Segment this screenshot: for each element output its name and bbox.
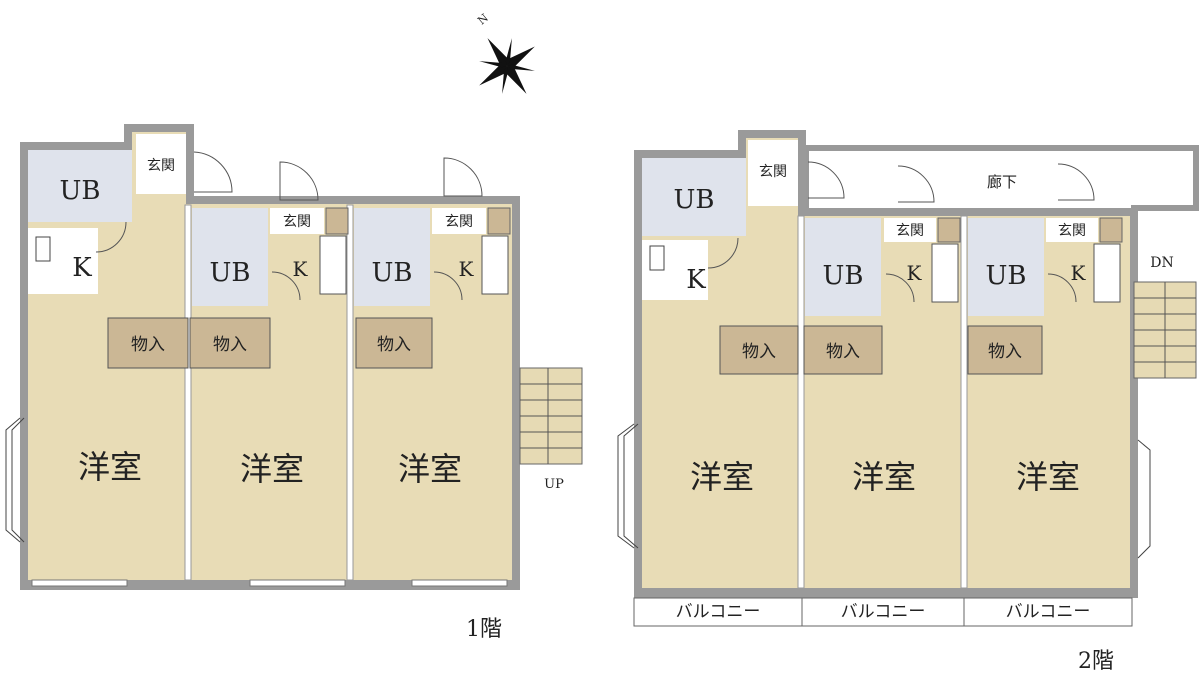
- unit-bath: [805, 218, 881, 316]
- room-label: 洋室: [240, 450, 304, 488]
- ub-label: UB: [673, 185, 714, 215]
- ub-label: UB: [371, 258, 412, 288]
- sink-icon: [319, 235, 347, 295]
- entrance-label: 玄関: [283, 213, 311, 230]
- floor-2-divider: [797, 215, 805, 589]
- sink-icon: [649, 245, 665, 271]
- room-label: 洋室: [1016, 458, 1080, 496]
- storage-room: [967, 325, 1043, 375]
- compass-star-icon: [479, 38, 535, 94]
- floor-1-divider: [346, 204, 354, 581]
- room-label: 洋室: [398, 450, 462, 488]
- balcony: [633, 597, 803, 627]
- storage-label: 物入: [988, 342, 1022, 362]
- storage-room: [355, 317, 433, 369]
- bath-door-icon: [433, 271, 463, 301]
- unit-bath: [642, 158, 746, 236]
- unit-bath: [354, 208, 430, 306]
- storage-label: 物入: [131, 335, 165, 355]
- window: [249, 579, 346, 587]
- storage-label: 物入: [213, 335, 247, 355]
- storage-room: [107, 317, 189, 369]
- bay-window: [617, 423, 635, 549]
- storage-room: [719, 325, 799, 375]
- sink-icon: [35, 236, 51, 262]
- storage-label: 物入: [742, 342, 776, 362]
- bath-door-icon: [95, 221, 127, 253]
- kitchen-label: K: [907, 261, 923, 285]
- fridge-space: [325, 207, 349, 235]
- ub-label: UB: [59, 176, 100, 206]
- entrance-door-icon: [279, 161, 319, 201]
- kitchen-label: K: [459, 257, 475, 281]
- floor-1-divider: [184, 204, 192, 581]
- ub-label: UB: [822, 261, 863, 291]
- bath-door-icon: [707, 237, 739, 269]
- entrance-door-icon: [443, 157, 483, 197]
- balcony: [963, 597, 1133, 627]
- fridge-space: [487, 207, 511, 235]
- ub-label: UB: [985, 261, 1026, 291]
- bath-door-icon: [885, 273, 915, 303]
- ub-label: UB: [209, 258, 250, 288]
- balcony-label: バルコニー: [1006, 602, 1091, 622]
- entrance-area: [270, 208, 324, 234]
- storage-room: [189, 317, 271, 369]
- kitchen-label: K: [293, 257, 309, 281]
- floor-2: 廊下 バルコニー バルコニー バルコニー UB K 玄関 物入 物入 洋室: [617, 130, 1199, 674]
- floor-2-label: 2階: [1078, 649, 1114, 674]
- kitchen-label: K: [686, 265, 706, 295]
- fridge-space: [937, 217, 961, 243]
- room-label: 洋室: [852, 458, 916, 496]
- balcony-label: バルコニー: [841, 602, 926, 622]
- sink-icon: [481, 235, 509, 295]
- kitchen-label: K: [1071, 261, 1087, 285]
- storage-label: 物入: [377, 335, 411, 355]
- window: [411, 579, 508, 587]
- stair-up: [519, 367, 583, 465]
- balcony-label: バルコニー: [676, 602, 761, 622]
- floor-2-divider: [960, 215, 968, 589]
- entrance-area: [884, 218, 936, 242]
- floor-1: UB K 玄関 物入 物入 洋室 UB K 玄関 洋室 UB K 玄関: [5, 124, 583, 642]
- entrance-label: 玄関: [445, 213, 473, 230]
- unit-bath: [28, 150, 132, 222]
- entrance-label: 玄関: [147, 157, 175, 174]
- bath-door-icon: [1047, 273, 1077, 303]
- bay-window: [1137, 439, 1151, 559]
- entrance-area: [136, 134, 186, 194]
- unit-bath: [968, 218, 1044, 316]
- balcony: [801, 597, 965, 627]
- sink-icon: [1093, 243, 1121, 303]
- unit-bath: [192, 208, 268, 306]
- entrance-label: 玄関: [896, 222, 924, 239]
- entrance-door-icon: [897, 165, 935, 203]
- window: [31, 579, 128, 587]
- entrance-door-icon: [193, 151, 233, 193]
- corridor-label: 廊下: [987, 173, 1017, 191]
- fridge-space: [1099, 217, 1123, 243]
- stair-down-label: DN: [1150, 255, 1173, 271]
- stair-down: [1133, 281, 1197, 379]
- entrance-door-icon: [1057, 163, 1095, 201]
- sink-icon: [931, 243, 959, 303]
- entrance-door-icon: [807, 161, 845, 199]
- entrance-area: [748, 140, 798, 206]
- storage-label: 物入: [826, 342, 860, 362]
- stair-up-label: UP: [544, 477, 564, 492]
- entrance-area: [1046, 218, 1098, 242]
- room-label: 洋室: [78, 448, 142, 486]
- storage-room: [803, 325, 883, 375]
- kitchen-label: K: [72, 253, 92, 283]
- floor-1-label: 1階: [466, 617, 502, 642]
- bay-window: [5, 417, 21, 543]
- bath-door-icon: [271, 271, 301, 301]
- entrance-label: 玄関: [1058, 222, 1086, 239]
- entrance-label: 玄関: [759, 163, 787, 180]
- compass-north-label: N: [475, 11, 491, 27]
- entrance-area: [432, 208, 486, 234]
- room-label: 洋室: [690, 458, 754, 496]
